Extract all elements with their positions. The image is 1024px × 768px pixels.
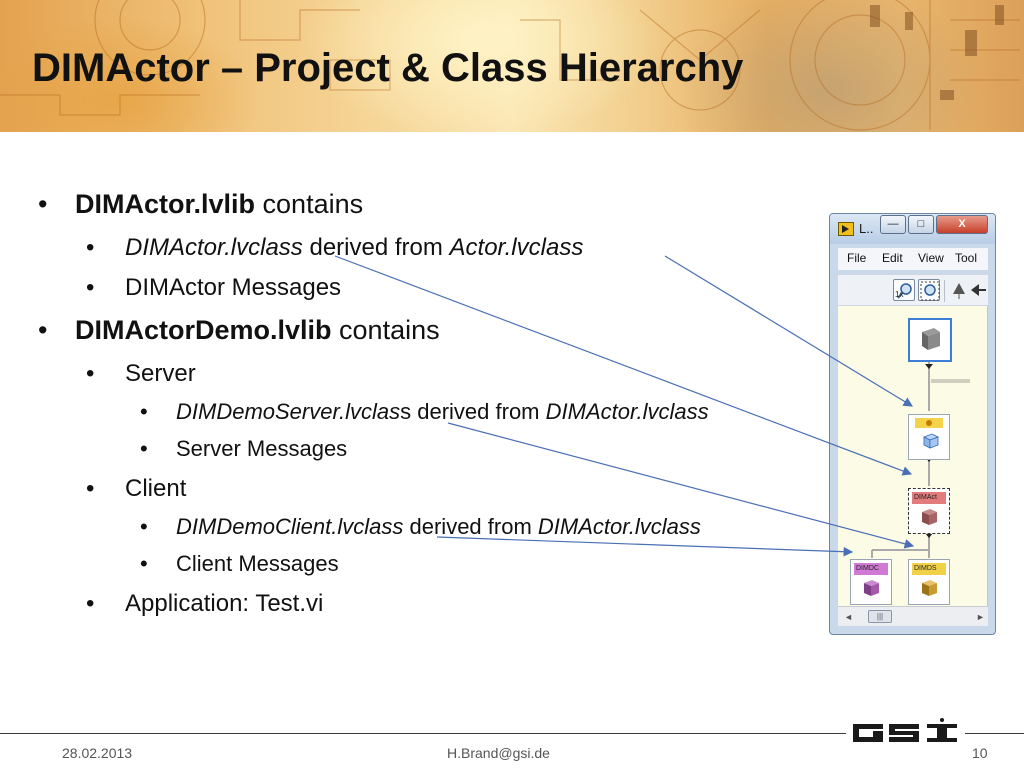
bullet-application: • Application: Test.vi xyxy=(86,590,323,618)
bullet-italic-text: DIMDemoClient.lvclass xyxy=(176,514,404,539)
bullet-italic-text: DIMDemoServer.lvclas xyxy=(176,399,401,424)
bullet-marker: • xyxy=(38,315,48,345)
footer-rule-right xyxy=(965,733,1024,734)
close-button[interactable]: X xyxy=(936,215,988,234)
layout-icon xyxy=(971,284,986,296)
slide-title: DIMActor – Project & Class Hierarchy xyxy=(32,46,744,90)
bullet-dimactor-lvlib: • DIMActor.lvlib contains xyxy=(38,189,363,220)
gsi-logo-graphic xyxy=(853,718,957,742)
bullet-italic-text: DIMActor.lvclass xyxy=(545,399,709,424)
scroll-left-icon[interactable]: ◄ xyxy=(844,612,853,622)
window-titlebar[interactable]: L.. — □ X xyxy=(830,214,995,244)
bullet-text: DIMActor Messages xyxy=(125,274,342,301)
scroll-thumb[interactable]: ||| xyxy=(868,610,892,623)
maximize-button[interactable]: □ xyxy=(908,215,934,234)
footer-date: 28.02.2013 xyxy=(62,745,133,761)
menu-file[interactable]: File xyxy=(847,251,867,265)
bullet-bold-text: DIMActorDemo.lvlib xyxy=(75,315,332,345)
footer-page-number: 10 xyxy=(972,745,988,761)
bullet-text: Server xyxy=(125,360,196,387)
title-banner: DIMActor – Project & Class Hierarchy xyxy=(0,0,1024,132)
zoom-fit-icon xyxy=(920,281,940,301)
gear-cube-icon xyxy=(923,420,939,449)
bullet-marker: • xyxy=(140,436,148,461)
gsi-logo xyxy=(851,718,961,746)
bullet-dimactor-messages: • DIMActor Messages xyxy=(86,274,341,302)
bullet-italic-text: DIMActor.lvclass xyxy=(125,234,303,261)
bullet-marker: • xyxy=(86,475,95,502)
bullet-dimactor-lvclass: • DIMActor.lvclass derived from Actor.lv… xyxy=(86,234,583,262)
zoom-1x-button[interactable]: 1x xyxy=(893,279,915,301)
dimdemoserver-class-node[interactable]: DIMDS xyxy=(908,559,950,605)
footer-email: H.Brand@gsi.de xyxy=(447,745,550,761)
footer-rule xyxy=(0,733,846,734)
bullet-dimactordemo-lvlib: • DIMActorDemo.lvlib contains xyxy=(38,315,440,346)
bullet-text: Application: Test.vi xyxy=(125,590,324,617)
bullet-text: derived from xyxy=(403,514,538,539)
menu-tools[interactable]: Tool xyxy=(955,251,978,265)
toolbar-separator xyxy=(944,280,945,302)
bullet-text: Client Messages xyxy=(176,551,339,576)
bullet-text: s derived from xyxy=(400,399,546,424)
node-label: DIMAct xyxy=(912,492,946,504)
bullet-bold-text: DIMActor.lvlib xyxy=(75,189,256,219)
banner-decoration xyxy=(0,0,1020,131)
actor-class-node[interactable] xyxy=(908,318,952,362)
bullet-dimdemoclient-lvclass: • DIMDemoClient.lvclass derived from DIM… xyxy=(140,514,701,540)
labview-app-icon xyxy=(838,222,854,236)
bullet-marker: • xyxy=(86,590,95,617)
bullet-marker: • xyxy=(140,514,148,539)
bullet-text: Server Messages xyxy=(176,436,348,461)
bullet-marker: • xyxy=(86,234,95,261)
bullet-dimdemoserver-lvclass: • DIMDemoServer.lvclass derived from DIM… xyxy=(140,399,709,425)
bullet-text: contains xyxy=(331,315,440,345)
zoom-fit-button[interactable] xyxy=(918,279,940,301)
bullet-marker: • xyxy=(38,189,48,219)
window-title: L.. xyxy=(859,221,874,236)
bullet-marker: • xyxy=(86,274,95,301)
dimactor-base-node[interactable] xyxy=(908,414,950,460)
hierarchy-canvas: DIMAct DIMDC DIMDS xyxy=(838,306,988,606)
node-label: DIMDS xyxy=(912,563,946,575)
bullet-italic-text: DIMActor.lvclass xyxy=(537,514,701,539)
toolbar: 1x xyxy=(838,274,988,306)
bullet-marker: • xyxy=(140,551,148,576)
bullet-server: • Server xyxy=(86,360,196,388)
horizontal-scrollbar[interactable]: ◄ ||| ► xyxy=(838,606,988,626)
menu-edit[interactable]: Edit xyxy=(882,251,903,265)
scroll-right-icon[interactable]: ► xyxy=(976,612,985,622)
zoom-label: 1x xyxy=(895,290,904,299)
node-label: DIMDC xyxy=(854,563,888,575)
bullet-server-messages: • Server Messages xyxy=(140,436,347,462)
cube-icon xyxy=(864,580,879,596)
menu-bar: File Edit View Tool xyxy=(838,248,988,270)
menu-view[interactable]: View xyxy=(918,251,944,265)
hierarchy-tree xyxy=(871,361,970,558)
bullet-text: derived from xyxy=(302,234,450,261)
bullet-text: Client xyxy=(125,475,187,502)
layout-button[interactable] xyxy=(969,279,987,301)
minimize-button[interactable]: — xyxy=(880,215,906,234)
cube-icon xyxy=(922,328,940,350)
hierarchy-icon xyxy=(953,283,965,299)
bullet-text: contains xyxy=(255,189,364,219)
hierarchy-button[interactable] xyxy=(948,279,970,301)
bullet-marker: • xyxy=(140,399,148,424)
cube-icon xyxy=(922,580,937,596)
bullet-client-messages: • Client Messages xyxy=(140,551,339,577)
dimactor-class-node[interactable]: DIMAct xyxy=(908,488,950,534)
cube-icon xyxy=(922,509,937,525)
bullet-marker: • xyxy=(86,360,95,387)
bullet-client: • Client xyxy=(86,475,186,503)
bullet-italic-text: Actor.lvclass xyxy=(449,234,584,261)
dimdemoclient-class-node[interactable]: DIMDC xyxy=(850,559,892,605)
labview-class-hierarchy-window: L.. — □ X File Edit View Tool 1x xyxy=(829,213,996,635)
